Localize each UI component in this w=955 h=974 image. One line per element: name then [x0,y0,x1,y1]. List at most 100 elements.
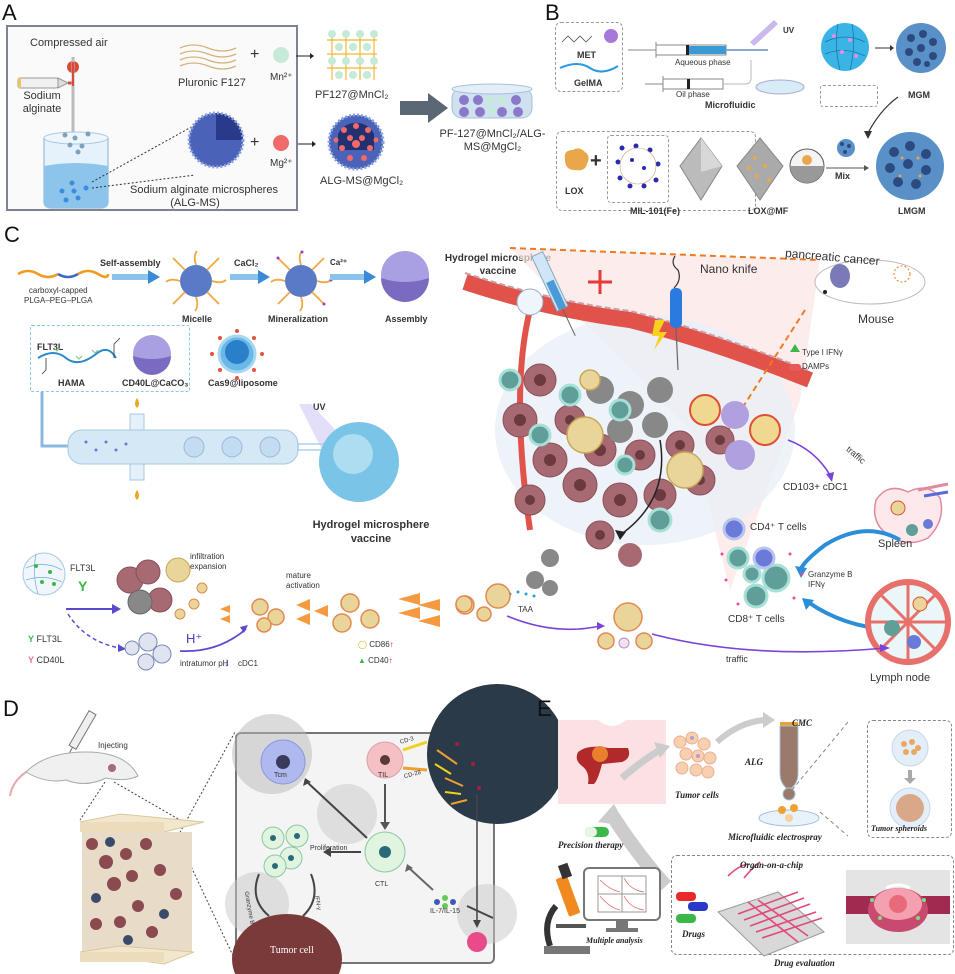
product-line2: MS@MgCl₂ [463,141,522,153]
tumor-cells-icon [673,731,717,779]
legend-flt3l: Y FLT3L [28,634,62,644]
spheroid-before-icon [891,729,929,767]
big-arrow-right-icon [400,93,448,123]
expansion-text: expansion [190,562,227,571]
met-sphere-icon [604,29,618,43]
panel-e-label: E [537,696,552,721]
ph-down-arrow: ↓ [224,655,230,669]
cacl2-label: CaCl₂ [234,258,259,268]
legend-cd40l: Y CD40L [28,655,65,665]
tumor-cell-group-bottom [116,557,208,620]
granzyme-b-text: Granzyme B [808,570,853,579]
cd86-label: ◯ CD86↑ [358,640,394,649]
uv-label-c: UV [313,402,326,412]
cd40l-caco3-label: CD40L@CaCO₃ [122,378,189,388]
legend-damps: DAMPs [802,362,830,371]
small-mgm-icon [837,139,855,157]
drugs-label: Drugs [682,929,706,939]
hydrogel-sphere-icon [821,23,869,71]
self-assembly-label: Self-assembly [100,258,161,268]
organ-on-chip-label: Organ-on-a-chip [740,860,804,870]
lymph-node-icon [865,579,951,665]
cas9-liposome-label: Cas9@liposome [208,378,278,388]
cmc-label: CMC [792,718,813,728]
cd40-label: ▲ CD40↑ [358,656,393,665]
dashed-arrow-to-caco3 [67,613,126,652]
mineralization-label: Mineralization [268,314,329,324]
hydrogel-vaccine-line2: vaccine [350,533,392,545]
drug-evaluation-box [671,855,954,955]
taa-label: TAA [518,605,533,614]
drug-pills-icon [676,892,708,923]
caco3-particles-icon [124,632,172,671]
cdc1-label: cDC1 [238,659,259,668]
spheroid-arrow-down [904,770,916,784]
mil-framework-icon [615,143,661,189]
lmgm-sphere-icon [876,132,944,200]
arrow-assembly [330,270,376,284]
vaccine-gel-icon [22,552,66,596]
pluronic-fibers-icon [179,44,237,70]
met-gelma-box [555,22,623,92]
multiple-analysis-label: Multiple analysis [586,936,643,945]
pluronic-label: Pluronic F127 [178,77,246,89]
precision-therapy-label: Precision therapy [558,840,624,850]
cd86-up-arrow: ↑ [389,640,394,649]
arrow-cells-to-device [714,712,775,745]
mgm-sphere-icon [896,23,946,73]
arrow-to-tumor [66,604,121,614]
lymph-node-label: Lymph node [870,672,931,684]
chip-chamber-closeup-icon [846,870,950,944]
composite-dish-icon [451,83,533,119]
microfluidic-electrospray-label: Microfluidic electrospray [728,832,822,842]
mil-structure-box [607,135,669,203]
arrow-self-assembly [112,270,160,284]
taa-dc-group [455,549,559,622]
cd40l-legend-icon: Y [28,655,35,665]
cd8-t-cells-label: CD8⁺ T cells [728,614,785,625]
arrow-right-a1 [296,53,314,59]
gelma-label: GelMA [574,78,603,88]
micelle-icon [165,250,227,312]
plus-sign-b: + [590,150,602,172]
spleen-label: Spleen [878,538,913,550]
syringe-aqueous-icon [628,42,768,58]
mineralization-icon [270,250,333,312]
panel-c-label: C [4,222,20,247]
granzyme-ifn-label: Granzyme B IFNγ [808,570,852,590]
scaffold-block-icon [79,813,205,965]
microspheres-line1: Sodium alginate microspheres [130,184,278,196]
hama-label: HAMA [58,378,85,388]
plus-sign-a1: + [250,46,260,63]
traffic-arrow-bottom-1 [506,615,605,631]
spheroid-after-icon [889,787,931,829]
gelma-strand-icon [559,63,619,73]
infiltration-label: infiltration expansion [190,552,226,572]
uv-label-b: UV [783,26,795,35]
spleen-icon [873,482,949,544]
monitor-icon [583,867,661,932]
sodium-alginate-line1: Sodium [23,90,61,102]
injecting-label: Injecting [98,741,128,750]
mn-ion-icon [273,47,289,63]
zoom-lines-d [79,731,236,961]
activation-text: activation [286,581,320,590]
panel-d-label: D [3,696,19,721]
microfluidic-label: Microfluidic [705,100,756,110]
mn-ion-label: Mn²⁺ [270,72,293,83]
compressed-air-label: Compressed air [30,37,108,49]
cd40l-caco3-icon [133,335,171,375]
microscope-icon [544,862,590,954]
alg-ms-mgcl2-label: ALG-MS@MgCl₂ [320,175,404,187]
lmgm-label: LMGM [898,206,926,216]
cd4-t-cell-icon [722,517,746,541]
polymer-line1: carboxyl-capped [28,286,88,295]
assembly-sphere-icon [381,251,429,302]
tumor-cell-label-d: Tumor cell [270,945,314,956]
assembly-label: Assembly [385,314,428,324]
pf127-network-icon [327,30,378,80]
tumor-spheroids-label: Tumor spheroids [871,824,927,833]
cd103-cdc1-label: CD103+ cDC1 [783,482,848,493]
flt3l-label-c: FLT3L [37,342,64,352]
rat-injection-icon [9,709,139,797]
